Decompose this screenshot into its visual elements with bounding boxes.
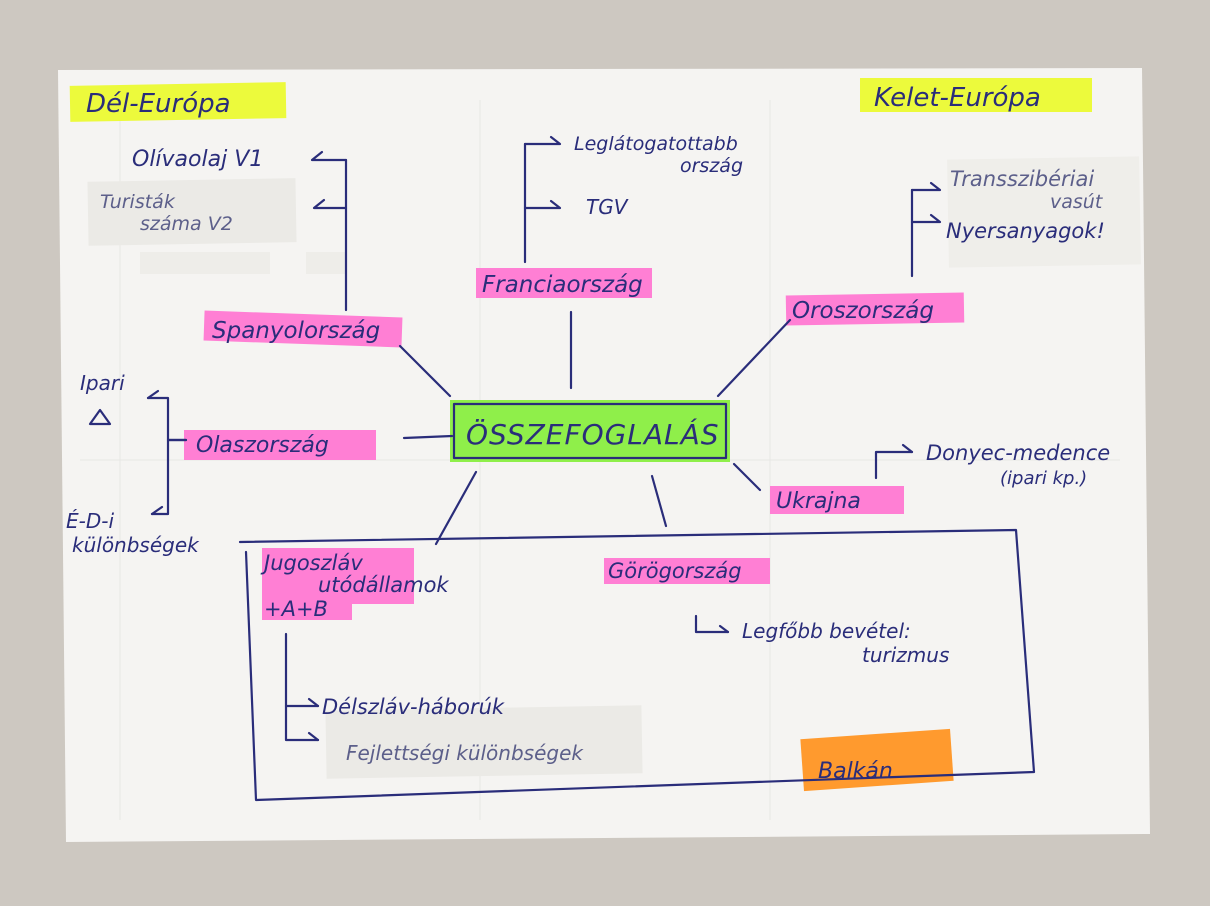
center-box (452, 402, 728, 460)
center-label: ÖSSZEFOGLALÁS (466, 417, 720, 451)
note-most-visited-line-2: ország (680, 155, 743, 177)
note-south-slav: Délszláv-háborúk (322, 695, 505, 719)
note-tourists-line-2: száma V2 (140, 213, 233, 235)
country-yugoslav-line-2: utódállamok (318, 573, 449, 597)
note-tgv: TGV (586, 195, 629, 219)
note-development: Fejlettségi különbségek (346, 741, 584, 765)
region-south-label: Dél-Európa (86, 89, 231, 119)
country-italy: Olaszország (196, 433, 329, 458)
sticky-note-tourists (87, 178, 297, 246)
note-transsib-line-2: vasút (1050, 191, 1104, 213)
country-spain: Spanyolország (212, 318, 380, 344)
note-main-income-line-2: turizmus (862, 643, 949, 667)
sticky-note-development (325, 705, 643, 779)
country-greece: Görögország (608, 559, 742, 583)
note-most-visited-line-1: Leglátogatottabb (574, 133, 738, 155)
sticky-note-blank-1 (140, 252, 270, 274)
country-yugoslav-line-3: +A+B (264, 597, 328, 621)
sticky-note-transsib (947, 156, 1141, 268)
note-north-south-line-1: É-D-i (66, 509, 114, 533)
note-tourists-line-1: Turisták (100, 191, 176, 213)
note-donets-line-2: (ipari kp.) (1000, 468, 1087, 489)
note-industrial: Ipari (80, 371, 125, 395)
note-north-south-line-2: különbségek (72, 533, 200, 557)
labels: Dél-Európa Kelet-Európa ÖSSZEFOGLALÁS Sp… (66, 83, 1110, 784)
country-ukraine: Ukrajna (776, 489, 861, 514)
country-yugoslav-line-1: Jugoszláv (260, 551, 363, 575)
country-russia: Oroszország (792, 298, 934, 324)
region-east-label: Kelet-Európa (874, 83, 1041, 113)
sticky-note-blank-2 (306, 252, 346, 274)
note-main-income-line-1: Legfőbb bevétel: (742, 619, 911, 643)
note-raw-materials: Nyersanyagok! (946, 219, 1105, 243)
highlights (69, 78, 1092, 792)
balkan-label: Balkán (818, 759, 893, 784)
note-olive-oil: Olívaolaj V1 (132, 147, 263, 172)
note-donets-line-1: Donyec-medence (926, 441, 1110, 465)
note-transsib-line-1: Transszibériai (950, 167, 1094, 191)
connector-lines (88, 135, 1036, 802)
country-france: Franciaország (482, 272, 643, 298)
